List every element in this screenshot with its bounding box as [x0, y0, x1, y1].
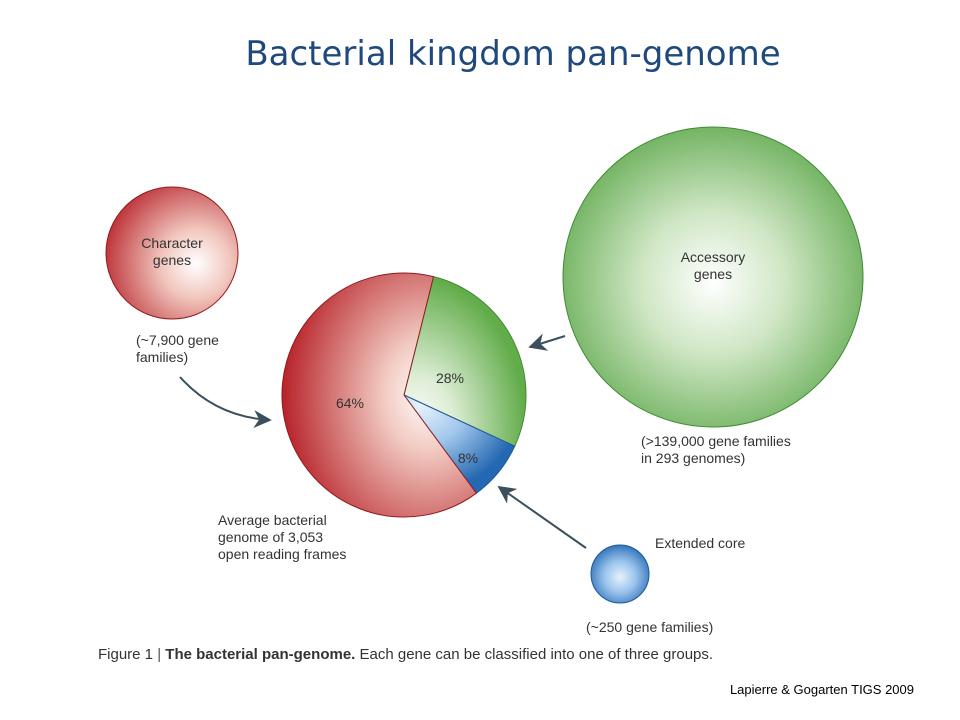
accessory-label-line: Accessory: [680, 249, 746, 265]
caption-title: The bacterial pan-genome.: [165, 646, 356, 663]
pie-slice-accessory: [403, 276, 527, 447]
pie-label-character: 64%: [336, 395, 364, 411]
accessory-note-line: (>139,000 gene families: [641, 433, 791, 449]
figure-caption: Figure 1 | The bacterial pan-genome. Eac…: [98, 646, 713, 663]
pie-slice-character: [281, 272, 478, 518]
accessory-genes-circle: [562, 126, 864, 428]
character-note-line: (~7,900 gene: [136, 332, 219, 348]
character-note-line: families): [136, 349, 189, 365]
arrow-character-to-genome: [179, 376, 272, 429]
extended-core-label: Extended core: [655, 535, 746, 551]
accessory-note-line: in 293 genomes): [641, 450, 746, 466]
slide-title: Bacterial kingdom pan-genome: [245, 34, 781, 74]
extended-core-note: (~250 gene families): [586, 619, 714, 635]
character-genes-label: Character genes: [122, 235, 222, 269]
pie-label-accessory: 28%: [436, 370, 464, 386]
accessory-label-line: genes: [693, 266, 733, 282]
character-genes-note: (~7,900 gene families): [136, 332, 219, 366]
genome-pie-chart: 28% 8% 64%: [281, 272, 527, 518]
genome-note-line: genome of 3,053: [218, 529, 324, 545]
caption-figure-number: Figure 1: [98, 646, 154, 663]
caption-text: Each gene can be classified into one of …: [359, 646, 714, 663]
genome-note-line: open reading frames: [218, 546, 347, 562]
arrow-extended-to-genome: [497, 485, 587, 549]
caption-separator: |: [157, 646, 162, 663]
character-label-line: genes: [152, 252, 192, 268]
genome-note: Average bacterial genome of 3,053 open r…: [218, 512, 346, 563]
accessory-genes-label: Accessory genes: [663, 249, 763, 283]
arrow-accessory-to-genome: [528, 333, 566, 351]
source-credit: Lapierre & Gogarten TIGS 2009: [729, 682, 914, 697]
extended-core-circle: [590, 544, 650, 604]
character-genes-circle: [105, 186, 239, 320]
character-label-line: Character: [141, 235, 203, 251]
pie-label-extended: 8%: [458, 450, 478, 466]
accessory-genes-note: (>139,000 gene families in 293 genomes): [641, 433, 791, 467]
genome-note-line: Average bacterial: [218, 512, 327, 528]
